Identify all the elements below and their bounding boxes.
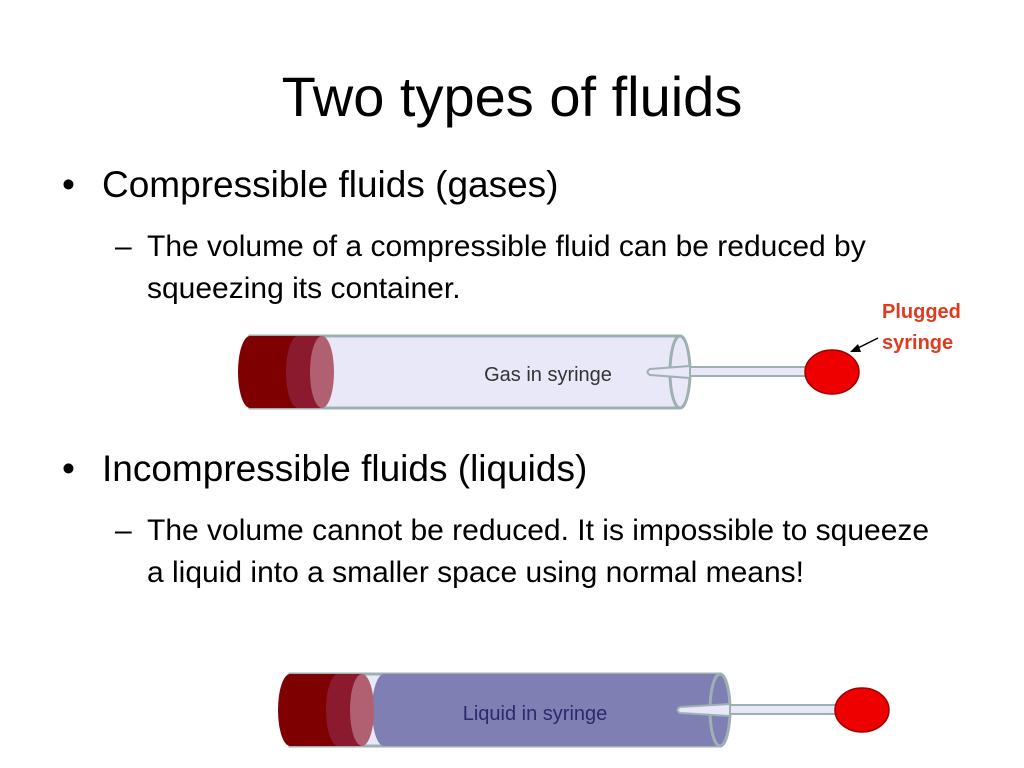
bullet-text: Incompressible fluids (liquids) — [102, 448, 588, 489]
liquid-plunger-handle-cap — [278, 674, 302, 746]
gas-plunger-handle-cap — [238, 336, 262, 408]
bullet-incompressible: • Incompressible fluids (liquids) — [62, 447, 962, 491]
gas-plunger-seal — [310, 336, 334, 408]
sub-bullet-marker: – — [115, 514, 132, 547]
bullet-marker: • — [62, 448, 75, 489]
liquid-nozzle — [676, 702, 731, 718]
callout-arrow-head — [850, 344, 861, 352]
bullet-marker: • — [62, 164, 75, 205]
liquid-plunger-seal — [350, 674, 374, 746]
gas-syringe: Gas in syringe — [238, 334, 860, 410]
sub-bullet-compressible: – The volume of a compressible fluid can… — [115, 226, 945, 310]
liquid-fill — [384, 674, 720, 746]
plugged-syringe-callout: Plugged syringe — [850, 301, 961, 354]
liquid-plug — [834, 687, 890, 733]
gas-plunger-rod-cap — [286, 336, 310, 408]
liquid-syringe-label: Liquid in syringe — [463, 703, 608, 725]
liquid-needle — [729, 704, 841, 715]
sub-bullet-incompressible: – The volume cannot be reduced. It is im… — [115, 510, 945, 594]
gas-needle — [689, 366, 809, 377]
gas-nozzle — [646, 364, 691, 380]
bullet-text: Compressible fluids (gases) — [102, 164, 559, 205]
sub-bullet-text: The volume cannot be reduced. It is impo… — [147, 514, 930, 589]
liquid-syringe: Liquid in syringe — [278, 672, 890, 748]
gas-syringe-label: Gas in syringe — [484, 364, 612, 386]
liquid-fill-edge — [372, 674, 396, 746]
callout-text-line2: syringe — [882, 332, 953, 354]
slide-title: Two types of fluids — [281, 65, 743, 128]
sub-bullet-marker: – — [115, 230, 132, 263]
gas-plug — [804, 349, 860, 395]
bullet-compressible: • Compressible fluids (gases) — [62, 163, 962, 207]
sub-bullet-text: The volume of a compressible fluid can b… — [147, 230, 866, 305]
callout-text-line1: Plugged — [882, 301, 961, 323]
callout-arrow-line — [855, 337, 879, 350]
liquid-plunger-rod-cap — [326, 674, 350, 746]
